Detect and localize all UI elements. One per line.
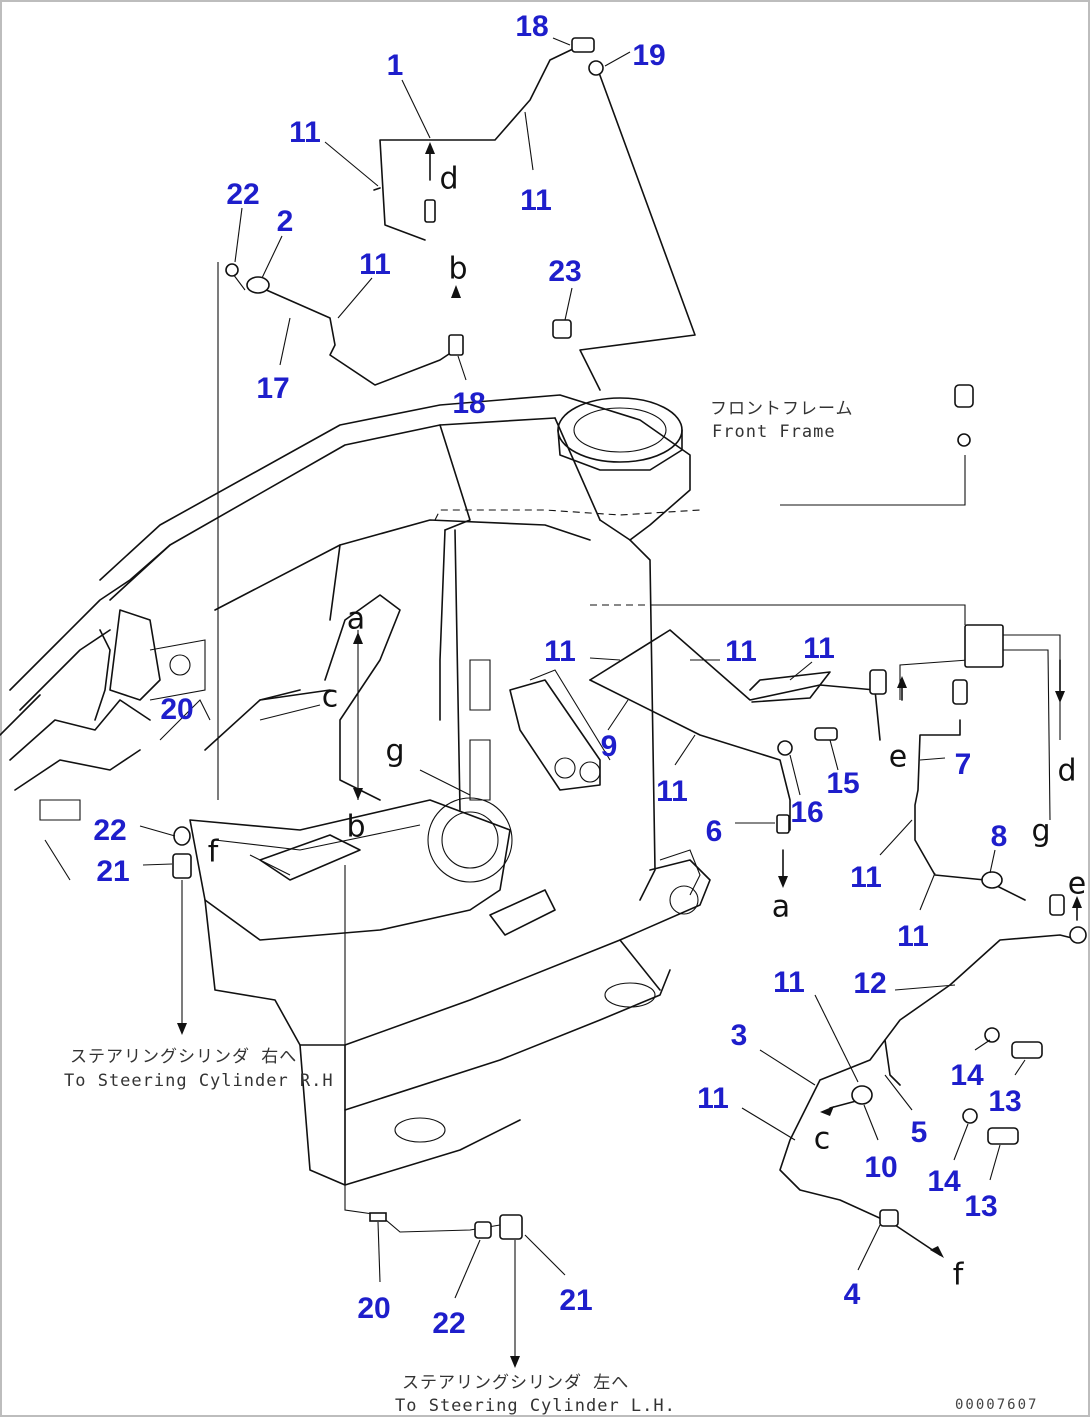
callout-17: 17	[256, 372, 289, 405]
connection-letter-b: b	[346, 810, 365, 845]
connection-letter-a: a	[347, 602, 365, 637]
callout-11: 11	[773, 966, 805, 999]
front-frame-label-en: Front Frame	[712, 422, 836, 442]
fitting-12-end	[1069, 926, 1087, 944]
callout-11: 11	[725, 635, 757, 668]
callout-22: 22	[432, 1307, 465, 1340]
callout-20: 20	[357, 1292, 390, 1325]
callout-5: 5	[911, 1116, 928, 1149]
washer-front-frame	[957, 433, 971, 447]
junction-block	[964, 624, 1004, 668]
steering-lh-label-en: To Steering Cylinder L.H.	[395, 1396, 676, 1416]
plug-13-top	[1011, 1041, 1043, 1059]
callout-11: 11	[289, 116, 321, 149]
callout-23: 23	[548, 255, 581, 288]
hose-20-bottom	[369, 1212, 387, 1222]
callout-2: 2	[277, 205, 294, 238]
tee-21-bottom	[499, 1214, 523, 1240]
callout-12: 12	[853, 967, 886, 1000]
elbow-2	[246, 276, 270, 294]
connection-letter-d: d	[439, 162, 458, 197]
cap-22-left	[173, 826, 191, 846]
callout-14: 14	[950, 1059, 984, 1092]
connection-letter-f: f	[953, 1258, 965, 1293]
fitting-e-right	[1049, 894, 1065, 916]
callout-11: 11	[697, 1082, 729, 1115]
callout-leaders	[139, 37, 1026, 1299]
callout-3: 3	[731, 1019, 748, 1052]
callout-6: 6	[706, 815, 723, 848]
plug-15	[814, 727, 838, 741]
callout-9: 9	[601, 730, 618, 763]
connection-letter-c: c	[814, 1122, 831, 1157]
fitting-18-lower	[448, 334, 464, 356]
callout-11: 11	[544, 635, 576, 668]
fitting-9-end	[869, 669, 887, 695]
callout-22: 22	[226, 178, 259, 211]
flow-arrows	[177, 142, 1082, 1368]
elbow-8	[981, 871, 1003, 889]
bolt-front-frame	[954, 384, 974, 408]
fitting-b-top	[424, 199, 436, 223]
callout-11: 11	[359, 248, 391, 281]
callout-11: 11	[520, 184, 552, 217]
callout-11: 11	[803, 632, 835, 665]
callout-21: 21	[96, 855, 129, 888]
connection-letter-a: a	[772, 890, 790, 925]
callout-18: 18	[515, 10, 548, 43]
fittings	[172, 37, 1087, 1240]
front-frame-label-jp: フロントフレーム	[710, 399, 854, 419]
connection-letter-b: b	[448, 252, 467, 287]
fitting-4	[879, 1209, 899, 1227]
connection-letter-g: g	[385, 734, 404, 769]
callout-14: 14	[927, 1165, 961, 1198]
fitting-18-top	[571, 37, 595, 53]
callout-21: 21	[559, 1284, 592, 1317]
connection-letter-g: g	[1031, 814, 1050, 849]
callout-18: 18	[452, 387, 485, 420]
steering-rh-label-jp: ステアリングシリンダ 右へ	[70, 1047, 297, 1067]
ring-14-top	[984, 1027, 1000, 1043]
connection-letter-f: f	[208, 835, 220, 870]
callout-15: 15	[826, 767, 859, 800]
tee-21-left	[172, 853, 192, 879]
callout-11: 11	[656, 775, 688, 808]
drawing-code: 00007607	[955, 1397, 1038, 1413]
callout-10: 10	[864, 1151, 897, 1184]
callout-1: 1	[387, 49, 404, 82]
callout-11: 11	[850, 861, 882, 894]
fitting-7-top	[952, 679, 968, 705]
callout-4: 4	[844, 1278, 861, 1311]
connection-letter-e: e	[889, 740, 907, 775]
connection-letter-c: c	[322, 680, 339, 715]
callout-13: 13	[988, 1085, 1021, 1118]
callout-13: 13	[964, 1190, 997, 1223]
callout-11: 11	[897, 920, 929, 953]
ring-14-bottom	[962, 1108, 978, 1124]
plug-13-bottom	[987, 1127, 1019, 1145]
steering-rh-label-en: To Steering Cylinder R.H	[64, 1071, 334, 1091]
callout-22: 22	[93, 814, 126, 847]
fitting-6	[776, 814, 790, 834]
connection-letter-d: d	[1057, 754, 1076, 789]
cap-22-bottom	[474, 1221, 492, 1239]
callout-20: 20	[160, 693, 193, 726]
steering-lh-label-jp: ステアリングシリンダ 左へ	[402, 1373, 629, 1393]
callout-16: 16	[790, 796, 823, 829]
cap-19	[588, 60, 604, 76]
cap-22-top	[225, 263, 239, 277]
elbow-10	[851, 1085, 873, 1105]
front-frame-structure	[0, 394, 711, 1186]
callout-8: 8	[991, 820, 1008, 853]
connection-letter-e: e	[1068, 867, 1086, 902]
fitting-23	[552, 319, 572, 339]
callout-7: 7	[955, 748, 972, 781]
ring-16	[777, 740, 793, 756]
callout-19: 19	[632, 39, 665, 72]
